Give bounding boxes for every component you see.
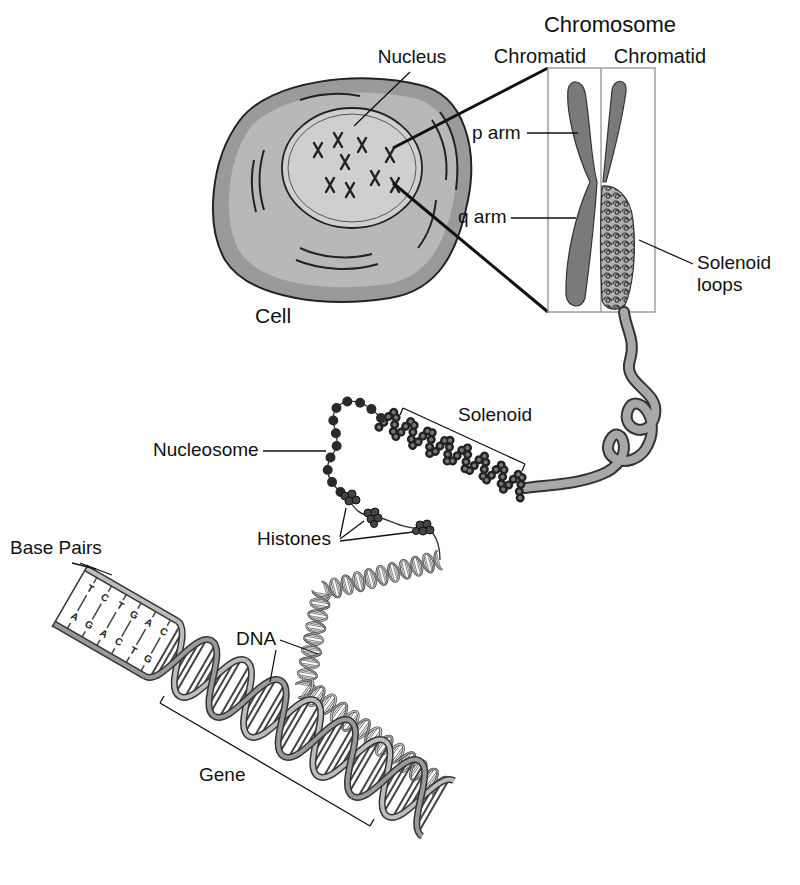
chromosome xyxy=(548,68,655,312)
leader-lines xyxy=(72,72,693,826)
solenoid-loops-label: Solenoid loops xyxy=(697,252,787,296)
gene-label: Gene xyxy=(199,764,245,786)
chromosome-title: Chromosome xyxy=(544,12,676,37)
chromatid-label: Chromatid xyxy=(494,45,586,68)
base-letter: T xyxy=(114,600,124,612)
nucleosome-chain xyxy=(328,401,440,560)
arm-label: p arm xyxy=(472,122,521,144)
base-letter: A xyxy=(143,617,154,629)
dna-label: DNA xyxy=(236,628,276,650)
base-letter: C xyxy=(158,626,169,638)
base-letter: G xyxy=(142,653,154,666)
base-letter: T xyxy=(128,645,138,657)
base-letter: G xyxy=(128,608,140,621)
dna-helix xyxy=(322,551,443,601)
histones-label: Histones xyxy=(257,528,331,550)
chromatin-fiber xyxy=(525,312,655,488)
base-letter: A xyxy=(98,628,109,640)
base-letter: C xyxy=(113,636,124,648)
chromatid-label: Chromatid xyxy=(614,45,706,68)
zoom-lines xyxy=(393,68,548,312)
cell-body xyxy=(213,78,471,302)
base-letter: G xyxy=(83,619,95,632)
base-letter: A xyxy=(68,611,79,623)
arm-label: q arm xyxy=(458,206,507,228)
base-letter: C xyxy=(99,592,110,604)
nucleus-label: Nucleus xyxy=(378,46,447,68)
solenoid-label: Solenoid xyxy=(458,404,532,426)
dna-double-helix xyxy=(52,565,456,840)
base-letter: T xyxy=(85,583,95,595)
base-pairs-label: Base Pairs xyxy=(10,537,102,559)
nucleosome-label: Nucleosome xyxy=(153,439,259,461)
cell-label: Cell xyxy=(255,304,291,328)
dna-helix xyxy=(296,590,332,688)
